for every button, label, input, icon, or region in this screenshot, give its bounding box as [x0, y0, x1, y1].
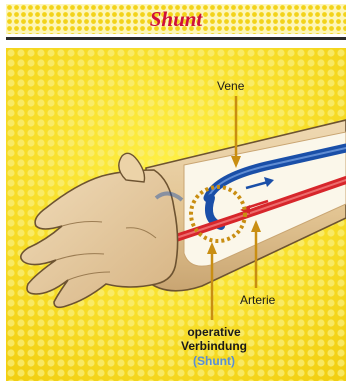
title-banner: Shunt: [6, 4, 346, 34]
page-title: Shunt: [6, 4, 346, 34]
label-connection-line3: (Shunt): [172, 354, 256, 368]
label-vene: Vene: [217, 79, 244, 93]
label-arterie: Arterie: [240, 293, 275, 307]
label-connection-line2: Verbindung: [172, 339, 256, 353]
title-divider: [6, 37, 346, 40]
illustration-panel: Vene Arterie operative Verbindung (Shunt…: [6, 48, 346, 381]
label-connection-line1: operative: [172, 325, 256, 339]
